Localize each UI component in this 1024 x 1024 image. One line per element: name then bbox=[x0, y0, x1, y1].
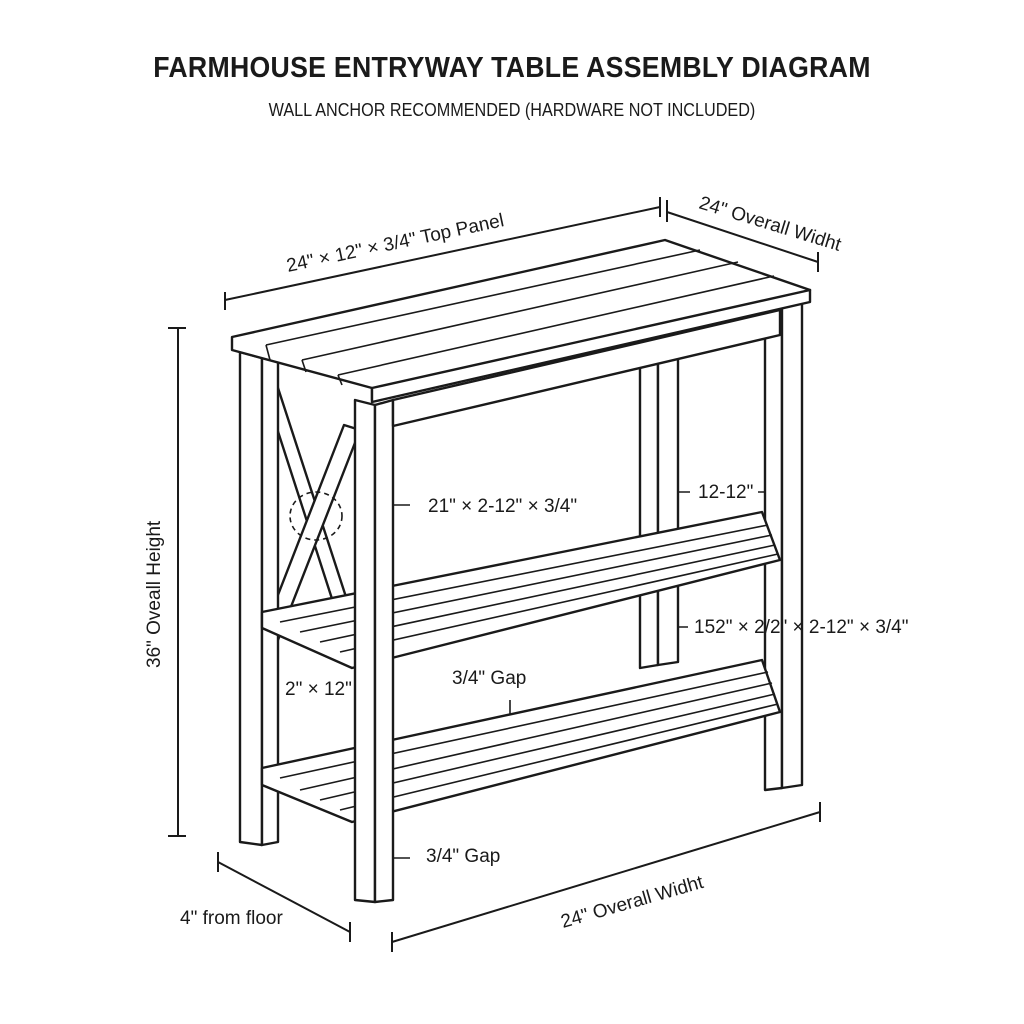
label-gap-bottom: 3/4" Gap bbox=[426, 846, 500, 867]
label-gap-middle: 3/4" Gap bbox=[452, 668, 526, 689]
label-overall-width-bottom: 24" Overall Widht bbox=[559, 872, 707, 933]
top-panel bbox=[230, 238, 812, 404]
label-top-panel: 24" × 12" × 3/4" Top Panel bbox=[285, 210, 506, 277]
front-apron bbox=[391, 308, 782, 428]
label-overall-height: 36" Oveall Height bbox=[144, 520, 165, 668]
front-right-leg bbox=[353, 398, 395, 904]
label-shelf-dimension: 152" × 2/2" × 2-12" × 3/4" bbox=[694, 617, 909, 638]
label-leg-dimension: 21" × 2-12" × 3/4" bbox=[428, 496, 577, 517]
label-side-dimension: 12-12" bbox=[698, 482, 753, 503]
label-rail-dimension: 2" × 12" bbox=[285, 679, 352, 700]
diagram-subtitle: WALL ANCHOR RECOMMENDED (HARDWARE NOT IN… bbox=[268, 100, 756, 120]
front-left-leg bbox=[238, 350, 280, 847]
diagram-title: FARMHOUSE ENTRYWAY TABLE ASSEMBLY DIAGRA… bbox=[153, 52, 871, 84]
label-from-floor: 4" from floor bbox=[180, 908, 284, 929]
